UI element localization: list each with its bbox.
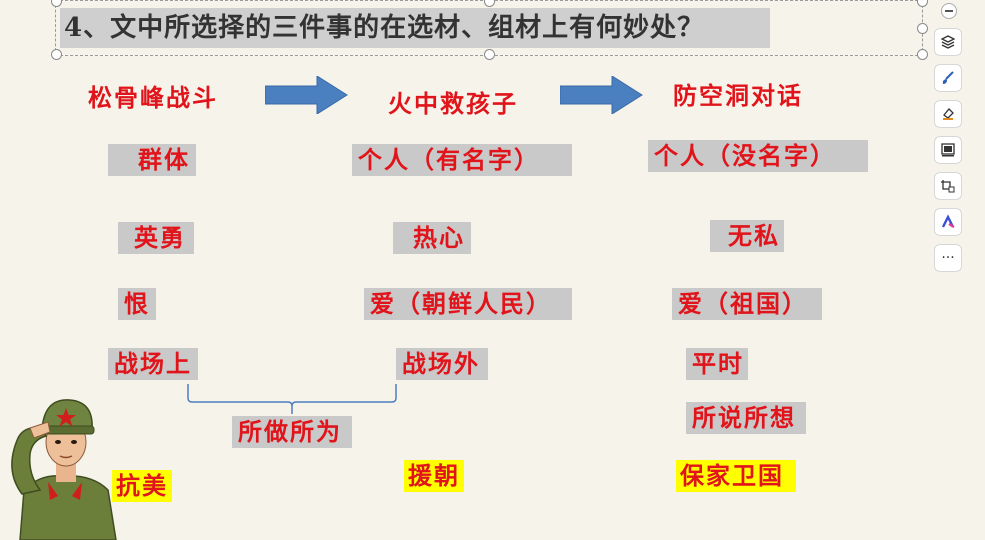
subject-3: 个人（没名字） xyxy=(648,140,868,172)
resize-handle-bc[interactable] xyxy=(484,49,495,60)
arrow-right-icon xyxy=(560,76,643,114)
place-2: 战场外 xyxy=(396,348,488,380)
quality-1: 英勇 xyxy=(118,222,194,254)
eraser-icon[interactable] xyxy=(934,100,962,128)
event-2: 火中救孩子 xyxy=(388,89,518,118)
combined-deeds: 所做所为 xyxy=(232,416,352,448)
event-3: 防空洞对话 xyxy=(673,81,803,110)
place-1: 战场上 xyxy=(108,348,198,380)
soldier-illustration xyxy=(11,399,117,540)
resize-handle-bl[interactable] xyxy=(51,49,62,60)
emotion-3: 爱（祖国） xyxy=(672,288,822,320)
resize-handle-tr[interactable] xyxy=(917,0,928,7)
question-title[interactable]: 4、文中所选择的三件事的在选材、组材上有何妙处？ xyxy=(60,8,770,48)
resize-handle-tl[interactable] xyxy=(51,0,62,7)
resize-handle-br[interactable] xyxy=(917,49,928,60)
quality-2: 热心 xyxy=(393,222,471,254)
quality-3: 无私 xyxy=(710,220,784,252)
screen-icon[interactable] xyxy=(934,136,962,164)
subject-2: 个人（有名字） xyxy=(352,144,572,176)
slogan-2: 援朝 xyxy=(404,460,464,492)
emotion-1: 恨 xyxy=(118,288,156,320)
resize-handle-tc[interactable] xyxy=(484,0,495,7)
arrow-right-icon xyxy=(265,76,348,114)
place-3: 平时 xyxy=(686,348,748,380)
event-1: 松骨峰战斗 xyxy=(88,83,218,112)
emotion-2: 爱（朝鲜人民） xyxy=(364,288,572,320)
brush-icon[interactable] xyxy=(934,64,962,92)
app-logo-icon[interactable] xyxy=(934,208,962,236)
screenshot-icon[interactable] xyxy=(934,172,962,200)
subject-1: 群体 xyxy=(108,144,196,176)
combined-words: 所说所想 xyxy=(686,402,806,434)
more-icon[interactable]: ··· xyxy=(934,244,962,272)
slogan-3: 保家卫国 xyxy=(676,460,796,492)
slogan-1: 抗美 xyxy=(112,470,172,502)
minimize-icon[interactable] xyxy=(941,3,957,19)
resize-handle-r[interactable] xyxy=(917,23,928,34)
layers-icon[interactable] xyxy=(934,28,962,56)
brace-connector xyxy=(187,384,397,414)
